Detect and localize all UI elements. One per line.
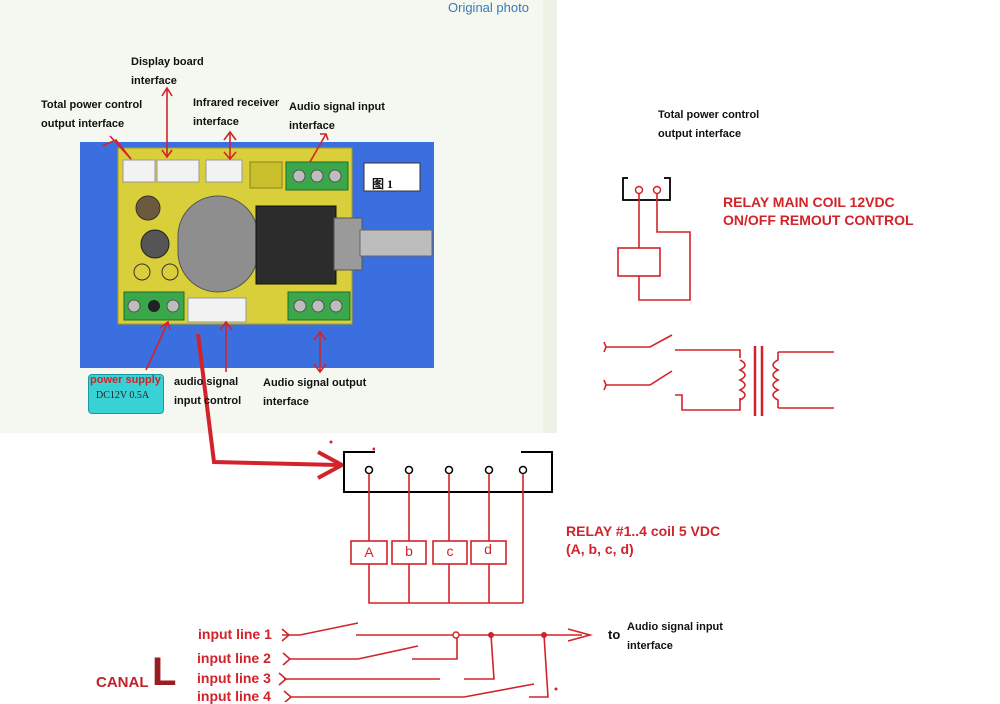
input-line-2-label: input line 2 — [197, 650, 271, 666]
callout-line: output interface — [41, 118, 125, 130]
main-relay-coil — [617, 247, 661, 277]
canal-letter: L — [152, 650, 177, 694]
motor-potentiometer — [177, 195, 259, 293]
power-supply-label: power supply — [90, 374, 161, 386]
power-supply-spec: DC12V 0.5A — [96, 390, 150, 401]
junction-open — [452, 631, 460, 639]
photo-caption: Original photo — [448, 0, 529, 15]
coil-a-label: A — [364, 544, 374, 560]
total-power-control-callout: Total power control output interface — [41, 96, 142, 134]
infrared-connector — [205, 159, 243, 183]
power-supply-box — [88, 374, 164, 414]
infrared-receiver-callout: Infrared receiver interface — [193, 94, 279, 132]
power-control-connector — [122, 159, 156, 183]
main-relay-title: RELAY MAIN COIL 12VDC ON/OFF REMOUT CONT… — [723, 193, 914, 229]
transformer-core — [753, 346, 764, 416]
audio-input-control-callout: audio signal input control — [174, 373, 241, 411]
interface-line: Total power control — [658, 109, 760, 121]
figure-label-box — [363, 162, 421, 192]
title-line: ON/OFF REMOUT CONTROL — [723, 212, 914, 228]
coil-c — [432, 540, 468, 565]
callout-line: interface — [289, 120, 335, 132]
pcb-photo — [80, 142, 434, 368]
callout-line: Audio signal output — [263, 377, 367, 389]
relay-bank-title: RELAY #1..4 coil 5 VDC (A, b, c, d) — [566, 522, 720, 558]
callout-line: Audio signal input — [289, 101, 385, 113]
relay-bank-wiring — [350, 474, 524, 604]
junction-dots — [488, 632, 547, 638]
coil-d-label: d — [484, 541, 492, 557]
audio-signal-input-callout: Audio signal input interface — [289, 98, 385, 136]
callout-line: Infrared receiver — [193, 97, 280, 109]
pot-shaft — [359, 229, 433, 257]
input-switch-network — [278, 622, 594, 702]
callout-line: interface — [131, 75, 177, 87]
to-label: to — [608, 627, 621, 642]
figure-label: 图 1 — [372, 177, 394, 191]
display-board-callout: Display board interface — [131, 53, 204, 91]
input-line-1-label: input line 1 — [198, 626, 272, 642]
input-line-4-label: input line 4 — [197, 688, 271, 704]
audio-signal-output-callout: Audio signal output interface — [263, 374, 366, 412]
title-line: RELAY MAIN COIL 12VDC — [723, 194, 895, 210]
destination-line: Audio signal input — [627, 621, 723, 633]
input-line-3-label: input line 3 — [197, 670, 271, 686]
callout-line: interface — [193, 116, 239, 128]
callout-line: interface — [263, 396, 309, 408]
callout-line: Total power control — [41, 99, 143, 111]
coil-c-label: c — [446, 543, 454, 559]
interface-line: output interface — [658, 128, 742, 140]
title-line: (A, b, c, d) — [566, 541, 634, 557]
title-line: RELAY #1..4 coil 5 VDC — [566, 523, 721, 539]
display-board-connector — [156, 159, 200, 183]
photo-callout-arrows — [101, 86, 329, 374]
input-control-connector — [187, 297, 247, 323]
coil-b-label: b — [405, 543, 413, 559]
photo-panel-edge — [543, 0, 557, 433]
callout-line: audio signal — [174, 376, 239, 388]
callout-line: input control — [174, 395, 242, 407]
motor-body — [255, 205, 337, 285]
callout-line: Display board — [131, 56, 204, 68]
main-relay-wiring — [603, 194, 834, 411]
canal-label: CANAL — [96, 674, 149, 691]
main-relay-connector — [622, 175, 671, 201]
destination-label: Audio signal input interface — [627, 618, 723, 656]
pointer-arrow — [196, 333, 347, 480]
capacitor-1 — [135, 195, 161, 221]
relay-bank-connector — [343, 448, 553, 493]
capacitor-2 — [140, 229, 170, 259]
main-relay-interface-label: Total power control output interface — [658, 106, 759, 144]
destination-line: interface — [627, 640, 673, 652]
